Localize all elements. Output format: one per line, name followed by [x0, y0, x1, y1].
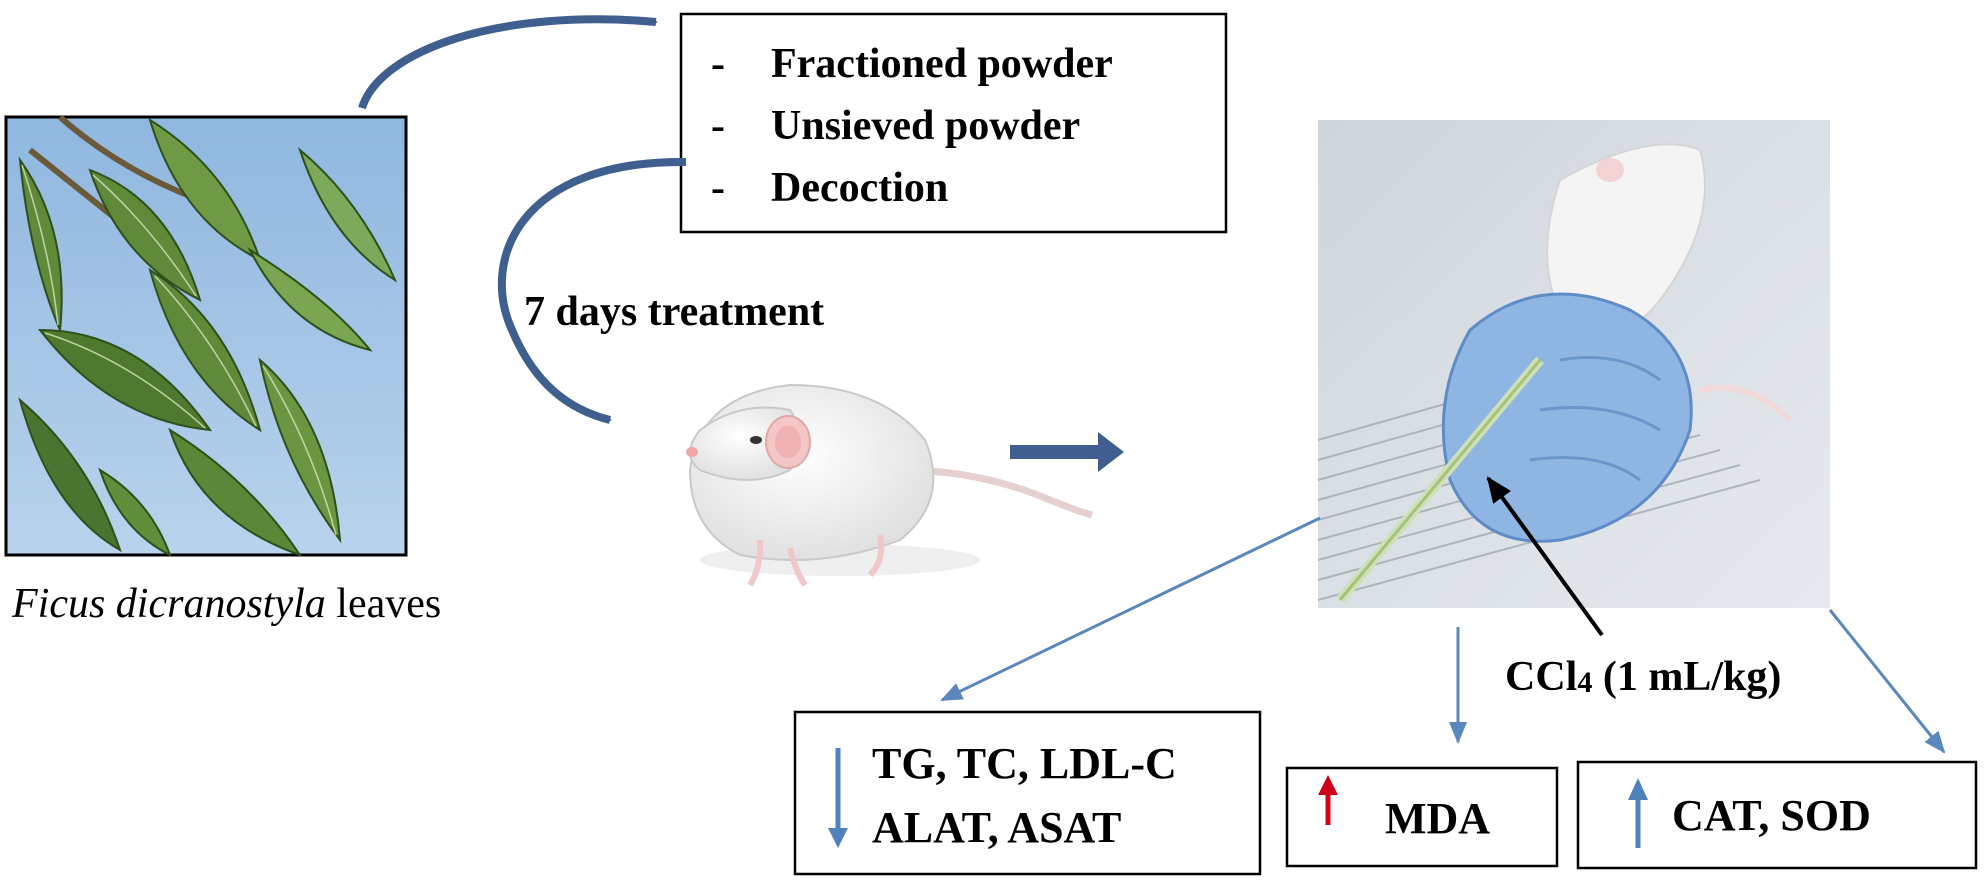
arrow-down-icon — [828, 748, 848, 848]
arrow-to-antioxidant-outcome — [1828, 609, 1946, 754]
plant-caption: Ficus dicranostyla leaves — [11, 581, 441, 627]
mda-label: MDA — [1385, 794, 1490, 843]
ccl4-dose-label: CCl4 (1 mL/kg) — [1505, 654, 1781, 700]
antioxidant-outcome-box: CAT, SOD — [1576, 760, 1978, 870]
ccl4-injection-photo — [1317, 120, 1830, 608]
prep-item-decoction: Decoction — [771, 165, 948, 211]
arrow-up-icon — [1318, 775, 1338, 825]
prep-item-fractioned: Fractioned powder — [771, 41, 1113, 87]
rat-image — [686, 383, 1093, 587]
prep-bullet-3: - — [711, 165, 725, 211]
arrow-rat-to-injection — [1010, 432, 1124, 472]
curve-arrow-treatment — [497, 157, 687, 424]
ccl4-pointer-arrow — [1486, 476, 1604, 637]
preparations-box: - Fractioned powder - Unsieved powder - … — [679, 12, 1228, 234]
liver-enzymes-label: ALAT, ASAT — [872, 803, 1121, 852]
curve-arrow-to-preparations — [358, 15, 658, 110]
prep-bullet-2: - — [711, 103, 725, 149]
arrow-to-lipid-outcome — [940, 516, 1321, 702]
prep-item-unsieved: Unsieved powder — [771, 103, 1080, 149]
treatment-label: 7 days treatment — [524, 289, 824, 335]
antioxidant-label: CAT, SOD — [1672, 791, 1871, 840]
ficus-leaves-photo — [4, 114, 408, 558]
arrow-up-icon — [1628, 778, 1648, 848]
lipid-liver-outcome-box: TG, TC, LDL-C ALAT, ASAT — [793, 710, 1262, 876]
mda-outcome-box: MDA — [1285, 766, 1559, 868]
prep-bullet-1: - — [711, 41, 725, 87]
lipid-markers-label: TG, TC, LDL-C — [872, 739, 1177, 788]
